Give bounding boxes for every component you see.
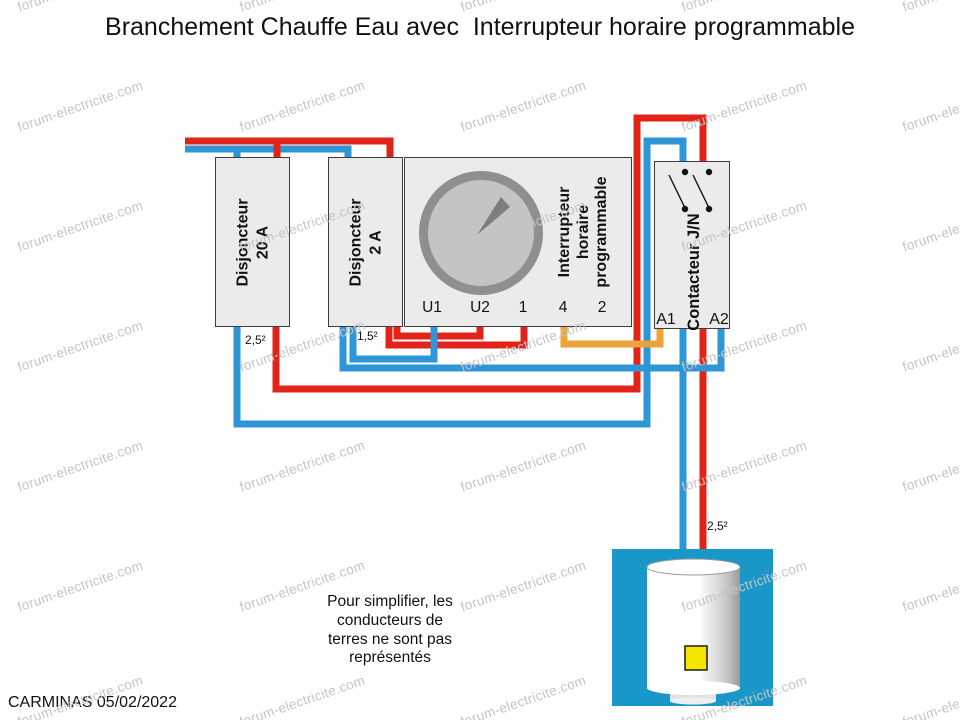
timer-terminal-u2: U2 bbox=[470, 299, 490, 316]
contactor-terminal-a2: A2 bbox=[709, 311, 729, 328]
switch-contact-dot bbox=[681, 205, 689, 213]
breaker-20a-name: Disjoncteur bbox=[233, 198, 251, 287]
heater-cylinder-top bbox=[646, 558, 741, 576]
contactor-terminal-a1: A1 bbox=[656, 311, 676, 328]
wire-size-label-heater: 2,5² bbox=[707, 519, 728, 533]
switch-blade-left bbox=[668, 174, 686, 209]
wire-timer4-to-a1 bbox=[560, 323, 664, 348]
heater-foot-base bbox=[670, 697, 716, 705]
switch-contact-dot bbox=[705, 168, 713, 176]
breaker-2a-rating: 2 A bbox=[366, 229, 384, 255]
note-line1: Pour simplifier, les bbox=[327, 593, 453, 610]
timer-label-line3: programmable bbox=[593, 176, 611, 288]
contactor-switch-symbols bbox=[668, 168, 713, 213]
wire-supply-phase bbox=[185, 137, 394, 161]
breaker-2a-name: Disjoncteur bbox=[346, 198, 364, 287]
water-heater-box bbox=[612, 549, 773, 706]
note-line2: conducteurs de bbox=[337, 611, 443, 629]
timer-terminal-4: 4 bbox=[558, 299, 568, 316]
switch-contact-dot bbox=[705, 205, 713, 213]
wire-20a-phase-to-contactor-pole bbox=[272, 114, 707, 393]
wire-2a-phase-to-u2 bbox=[393, 323, 484, 340]
wire-2a-neutral-to-u1 bbox=[349, 323, 438, 363]
timer-dial bbox=[419, 171, 543, 295]
water-heater-illustration bbox=[646, 558, 741, 705]
wire-2a-neutral-to-a2 bbox=[339, 323, 725, 372]
contactor-box bbox=[654, 161, 730, 329]
page-title: Branchement Chauffe Eau avec Interrupteu… bbox=[105, 13, 855, 41]
timer-label: Interrupteur horaire programmable bbox=[555, 162, 613, 302]
switch-blade-right bbox=[692, 174, 710, 209]
wire-size-label-2a: 1,5² bbox=[357, 329, 378, 343]
contactor-label: Contacteur J/N bbox=[684, 207, 704, 337]
timer-label-line1: Interrupteur bbox=[556, 186, 574, 278]
contactor-label-text: Contacteur J/N bbox=[685, 213, 703, 331]
dial-face bbox=[419, 171, 543, 295]
switch-contact-dot bbox=[681, 168, 689, 176]
timer-terminal-u1: U1 bbox=[422, 299, 442, 316]
author-credit: CARMINAS 05/02/2022 bbox=[8, 694, 177, 711]
breaker-20a-label: Disjoncteur 20 A bbox=[215, 157, 290, 327]
wire-2a-phase-to-terminal1 bbox=[385, 323, 528, 349]
timer-terminal-1: 1 bbox=[518, 299, 528, 316]
note-text: Pour simplifier, les conducteurs de terr… bbox=[285, 593, 495, 668]
heater-cylinder-bottom bbox=[647, 681, 740, 695]
dial-needle-icon bbox=[477, 197, 510, 235]
breaker-20a-rating: 20 A bbox=[253, 225, 271, 259]
wire-20a-neutral-to-contactor-pole bbox=[233, 137, 687, 428]
timer-terminal-2: 2 bbox=[597, 299, 607, 316]
note-line4: représentés bbox=[349, 649, 431, 667]
timer-label-line2: horaire bbox=[574, 204, 592, 260]
heater-thermostat-cover bbox=[684, 645, 708, 671]
breaker-2a-label: Disjoncteur 2 A bbox=[328, 157, 403, 327]
breaker-20a-box bbox=[215, 157, 290, 327]
note-line3: terres ne sont pas bbox=[327, 630, 453, 648]
wire-size-label-20a: 2,5² bbox=[245, 333, 266, 347]
breaker-2a-box bbox=[328, 157, 403, 327]
